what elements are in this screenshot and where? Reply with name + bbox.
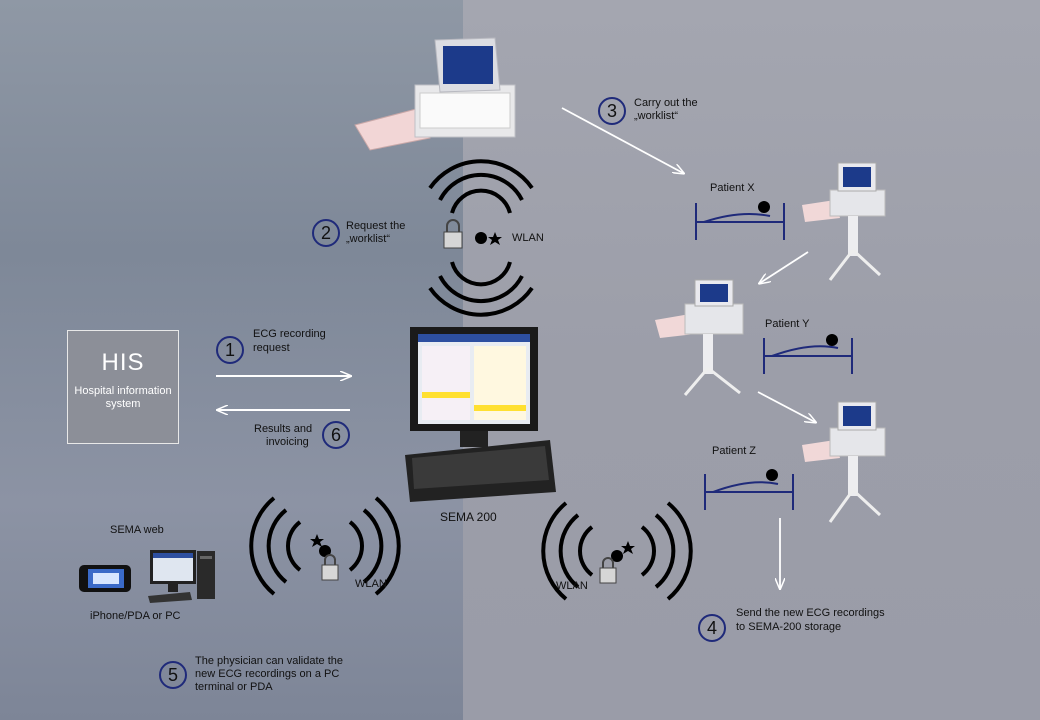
patient-y-label: Patient Y — [765, 318, 810, 330]
patient-z-bed-icon — [704, 469, 794, 510]
device-caption: iPhone/PDA or PC — [90, 610, 181, 622]
step-5-label-line1: The physician can validate the — [195, 655, 343, 667]
sema-200-label: SEMA 200 — [440, 510, 497, 524]
wlan-top-signal-icon — [428, 159, 534, 317]
his-title: HIS — [101, 349, 145, 376]
step-4-label-line2: to SEMA-200 storage — [736, 621, 842, 633]
background-right — [463, 0, 1040, 720]
wlan-right-signal-icon — [541, 501, 693, 601]
wlan-left-signal-icon — [249, 496, 401, 596]
ecg-cart-y-icon — [655, 279, 744, 396]
sema-web-label: SEMA web — [110, 524, 164, 536]
step-4-label-line1: Send the new ECG recordings — [736, 607, 885, 619]
step-1-badge: 1 — [216, 336, 244, 364]
his-subtitle: Hospital information system — [74, 385, 172, 410]
sema-computer-icon — [405, 327, 556, 502]
arrow-x-to-y — [760, 251, 809, 283]
step-2-label-line1: Request the — [346, 220, 406, 232]
arrow-y-to-z — [757, 391, 815, 422]
desktop-pc-icon — [148, 550, 215, 603]
step-5-label-line2: new ECG recordings on a PC — [195, 668, 340, 680]
wlan-left-label: WLAN — [355, 578, 387, 590]
step-3-label-line2: „worklist“ — [634, 110, 678, 122]
step-2-label-line2: „worklist“ — [346, 233, 390, 245]
step-6-label-line1: Results and — [254, 423, 313, 435]
phone-icon — [79, 565, 131, 592]
his-box: HIS Hospital information system — [67, 330, 179, 444]
wlan-top-label: WLAN — [512, 232, 544, 244]
step-5-label-line3: terminal or PDA — [195, 681, 273, 693]
step-1-label-line1: ECG recording — [253, 328, 326, 340]
patient-x-bed-icon — [695, 201, 785, 240]
patient-z-label: Patient Z — [712, 445, 757, 457]
ecg-cart-z-icon — [802, 401, 886, 523]
patient-y-bed-icon — [763, 334, 853, 374]
step-6-badge: 6 — [322, 421, 350, 449]
step-5-badge: 5 — [159, 661, 187, 689]
step-3-label-line1: Carry out the — [634, 97, 698, 109]
ecg-device-top-icon — [354, 37, 516, 151]
step-6-label-line2: invoicing — [266, 436, 309, 448]
step-2-badge: 2 — [312, 219, 340, 247]
patient-x-label: Patient X — [710, 182, 755, 194]
arrow-step3 — [561, 107, 683, 173]
step-4-badge: 4 — [698, 614, 726, 642]
step-1-label-line2: request — [253, 342, 290, 354]
ecg-cart-x-icon — [802, 162, 886, 281]
step-3-badge: 3 — [598, 97, 626, 125]
wlan-right-label: WLAN — [556, 580, 588, 592]
